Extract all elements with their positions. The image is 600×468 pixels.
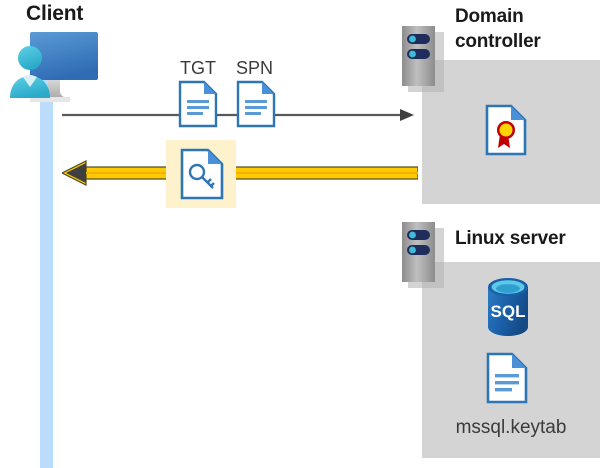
dc-title-line-1: Domain [455,6,524,27]
sql-database-icon: SQL [480,276,536,338]
linux-server-title: Linux server [455,228,566,249]
domain-controller-server-rack-icon [402,26,444,92]
keytab-filename-label: mssql.keytab [455,417,567,438]
linux-server-rack-icon [402,222,444,288]
response-arrow [60,158,419,188]
client-lifeline [40,80,53,468]
client-title: Client [26,2,84,25]
spn-label: SPN [236,58,274,78]
user-person-icon [10,46,50,98]
key-document-icon [180,148,224,200]
dc-title-line-2: controller [455,31,541,52]
tgt-label: TGT [180,58,216,78]
desktop-monitor-icon [8,24,100,104]
spn-document-icon [236,80,276,128]
request-arrow [62,108,414,122]
tgt-document-icon [178,80,218,128]
keytab-document-icon [486,352,528,404]
domain-controller-title: Domain controller [455,4,595,54]
sql-database-label: SQL [491,302,526,321]
certificate-document-icon [485,104,527,156]
